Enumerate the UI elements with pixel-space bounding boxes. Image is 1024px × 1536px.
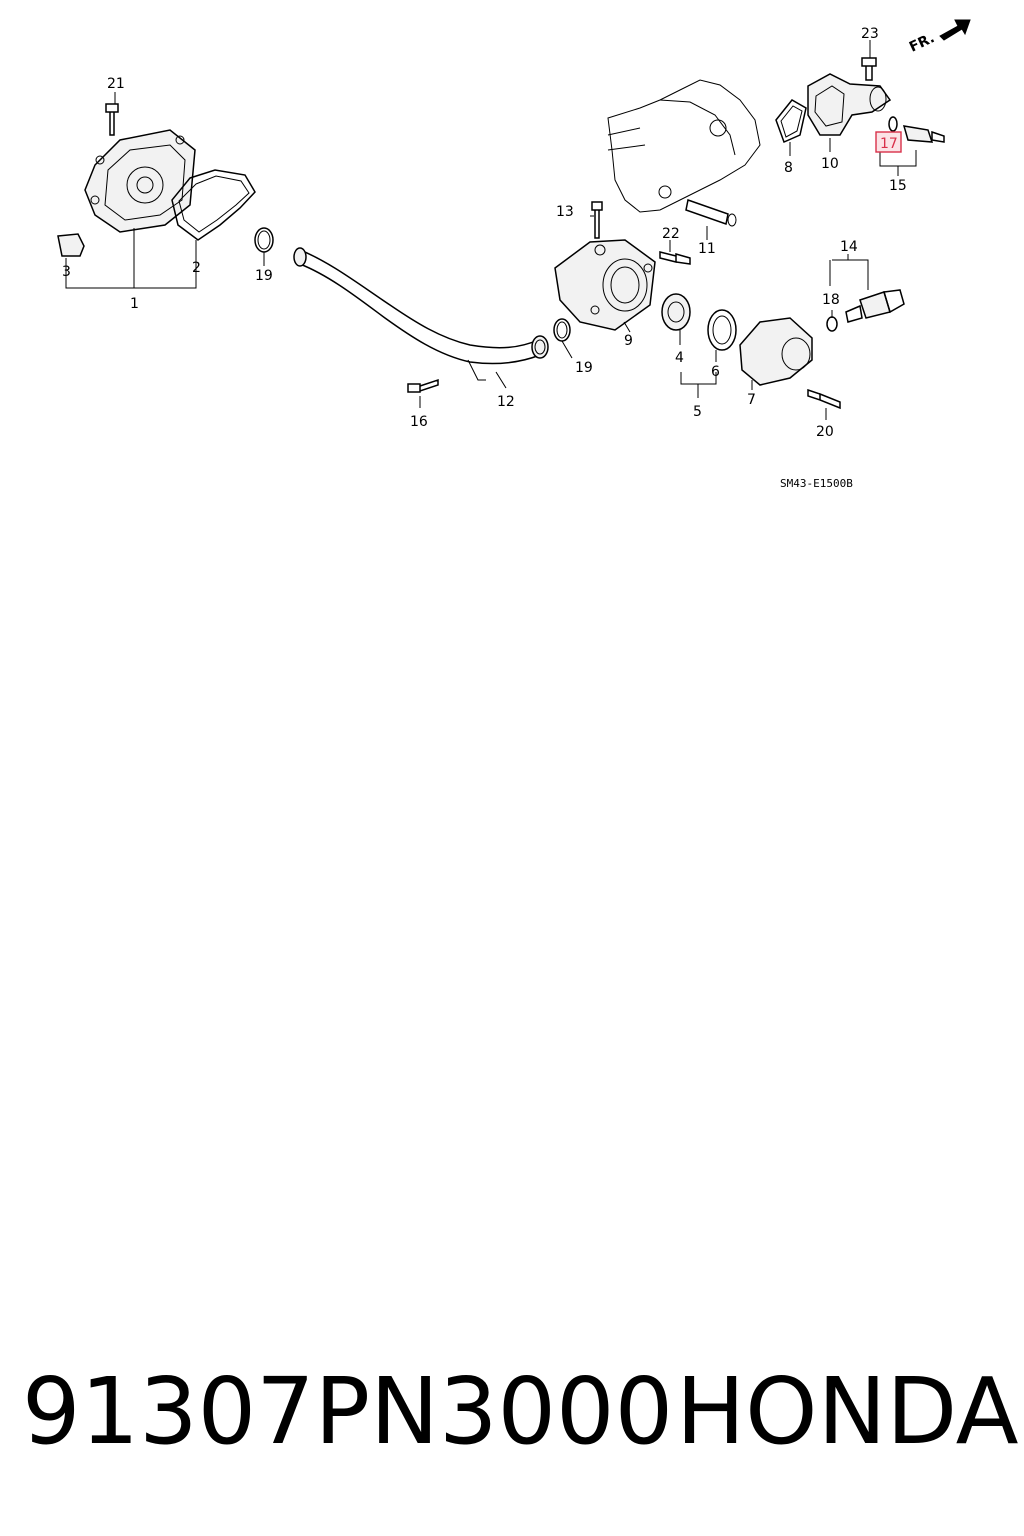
callout-labels: 21 3 1 2 19 13 22 19 9 4 6 5 7 20 12 16 … (62, 26, 907, 440)
leader-lines (65, 40, 917, 420)
callout-20: 20 (816, 424, 834, 440)
callout-19-center: 19 (575, 360, 593, 376)
callout-5: 5 (693, 404, 702, 420)
bolt-23 (861, 57, 877, 81)
callout-4: 4 (675, 350, 684, 366)
callout-3: 3 (62, 264, 71, 280)
callout-15: 15 (889, 178, 907, 194)
callout-21: 21 (107, 76, 125, 92)
callout-9: 9 (624, 333, 633, 349)
thermostat-seal-6 (707, 309, 737, 351)
callout-6: 6 (711, 364, 720, 380)
callout-8: 8 (784, 160, 793, 176)
callout-17-highlighted: 17 (880, 136, 898, 152)
temp-sender-14 (845, 289, 905, 323)
bolt-22 (659, 251, 691, 265)
callout-18: 18 (822, 292, 840, 308)
callout-11: 11 (698, 241, 716, 257)
front-direction-arrow: FR. (907, 19, 971, 56)
callout-22: 22 (662, 226, 680, 242)
brand-name: HONDA (676, 1358, 1019, 1465)
callout-16: 16 (410, 414, 428, 430)
parts-diagram: FR. 21 3 1 2 19 13 22 (57, 19, 971, 490)
diagram-code: SM43-E1500B (780, 477, 853, 490)
water-pump-assembly (84, 129, 196, 233)
thermostat-cover-7 (739, 317, 813, 386)
bolt-13 (591, 201, 603, 239)
gasket-2 (171, 169, 256, 241)
callout-7: 7 (747, 392, 756, 408)
o-ring-19-center (553, 318, 571, 342)
callout-10: 10 (821, 156, 839, 172)
callout-2: 2 (192, 260, 201, 276)
bolt-20 (807, 388, 841, 410)
callout-1: 1 (130, 296, 139, 312)
thermostat-housing-9 (554, 239, 656, 331)
o-ring-19-left (254, 227, 274, 253)
highlight-box (875, 131, 902, 153)
water-outlet-10 (807, 73, 892, 136)
sensor-bracket-3 (57, 233, 85, 257)
bolt-16 (407, 378, 439, 393)
washer-18 (826, 316, 838, 332)
washer-17 (888, 116, 898, 132)
temp-sensor-15 (902, 125, 945, 143)
callout-19-left: 19 (255, 268, 273, 284)
bolt-21 (105, 103, 119, 136)
gasket-8 (775, 99, 807, 144)
callout-23: 23 (861, 26, 879, 42)
thermostat-4 (661, 293, 691, 331)
callout-14: 14 (840, 239, 858, 255)
hose-fitting-11 (685, 199, 737, 227)
connecting-pipe-12 (293, 247, 549, 381)
part-number: 91307PN3000 (22, 1358, 674, 1465)
arrow-icon (939, 19, 971, 41)
callout-12: 12 (497, 394, 515, 410)
direction-label: FR. (907, 30, 937, 55)
engine-block-outline (607, 79, 761, 213)
callout-13: 13 (556, 204, 574, 220)
